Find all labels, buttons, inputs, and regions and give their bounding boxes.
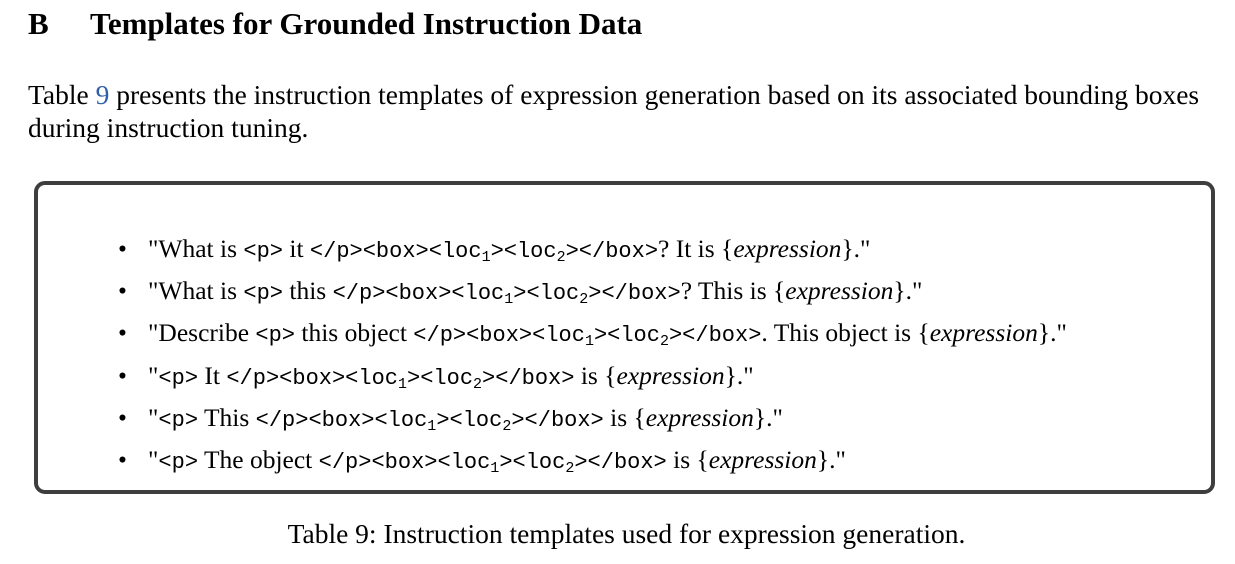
- intro-suffix: presents the instruction templates of ex…: [28, 79, 1200, 143]
- location-tokens: </p><box><loc1><loc2></box>: [255, 407, 604, 435]
- template-item: • "<p> It </p><box><loc1><loc2></box> is …: [118, 355, 1067, 397]
- location-tokens: </p><box><loc1><loc2></box>: [332, 281, 681, 309]
- template-phrase: The object: [198, 444, 319, 474]
- token-part: ><loc: [499, 449, 566, 475]
- p-open-token: <p>: [255, 323, 296, 349]
- token-subscript: 2: [473, 375, 483, 393]
- token-part: ></box>: [511, 407, 604, 433]
- table-reference-link[interactable]: 9: [95, 79, 110, 110]
- section-heading: B Templates for Grounded Instruction Data: [28, 2, 642, 46]
- template-suffix: }.": [841, 234, 871, 263]
- token-part: ></box>: [574, 449, 667, 475]
- template-suffix: }.": [753, 402, 783, 432]
- template-answer: is {: [603, 402, 646, 432]
- bullet-icon: •: [118, 360, 127, 390]
- token-part: ></box>: [588, 281, 681, 307]
- template-answer: ? This is {: [680, 276, 786, 306]
- template-item: • "<p> This </p><box><loc1><loc2></box> i…: [118, 397, 1067, 439]
- p-open-token: <p>: [158, 407, 199, 433]
- intro-paragraph: Table 9 presents the instruction templat…: [28, 78, 1228, 144]
- token-subscript: 1: [427, 417, 437, 435]
- expression-variable: expression: [616, 360, 725, 390]
- token-part: ><loc: [593, 323, 660, 349]
- template-suffix: }.": [816, 444, 846, 474]
- token-subscript: 2: [659, 333, 669, 351]
- template-prefix: ": [148, 360, 159, 390]
- template-answer: is {: [574, 360, 617, 390]
- location-tokens: </p><box><loc1><loc2></box>: [413, 323, 762, 351]
- template-item: • "What is <p> this </p><box><loc1><loc2>…: [118, 270, 1067, 312]
- intro-prefix: Table: [28, 79, 96, 110]
- token-part: ></box>: [565, 239, 659, 264]
- template-list: •"What is <p> it </p><box><loc1><loc2></…: [118, 228, 1067, 481]
- location-tokens: </p><box><loc1><loc2></box>: [318, 449, 667, 477]
- token-part: </p><box><loc: [413, 323, 585, 349]
- template-answer: . This object is {: [761, 318, 930, 348]
- p-open-token: <p>: [158, 449, 199, 475]
- bullet-icon: •: [118, 276, 127, 306]
- token-part: ><loc: [490, 239, 557, 264]
- token-subscript: 1: [490, 459, 500, 477]
- location-tokens: </p><box><loc1><loc2></box>: [309, 239, 659, 266]
- expression-variable: expression: [733, 234, 842, 263]
- expression-variable: expression: [645, 402, 754, 432]
- section-title: Templates for Grounded Instruction Data: [90, 6, 643, 41]
- template-prefix: "What is: [148, 276, 244, 306]
- template-phrase: this object: [295, 318, 414, 348]
- template-item: • "<p> The object </p><box><loc1><loc2></…: [118, 439, 1067, 481]
- token-part: ></box>: [668, 323, 762, 349]
- token-subscript: 1: [504, 291, 514, 309]
- token-subscript: 2: [579, 291, 589, 309]
- template-prefix: "Describe: [148, 318, 256, 348]
- template-answer: is {: [666, 444, 709, 474]
- template-item: • "What is <p> it </p><box><loc1><loc2></…: [118, 228, 1067, 270]
- bullet-icon: •: [118, 402, 127, 432]
- table-caption: Table 9: Instruction templates used for …: [287, 518, 966, 549]
- token-part: </p><box><loc: [226, 365, 398, 391]
- template-phrase: This: [198, 402, 256, 432]
- bullet-icon: •: [118, 234, 127, 263]
- token-part: ></box>: [482, 365, 575, 391]
- expression-variable: expression: [708, 444, 817, 474]
- template-suffix: }.": [1037, 318, 1067, 348]
- p-open-token: <p>: [158, 365, 199, 391]
- token-subscript: 1: [398, 375, 408, 393]
- token-part: </p><box><loc: [255, 407, 428, 433]
- template-suffix: }.": [893, 276, 923, 306]
- token-subscript: 2: [556, 249, 566, 266]
- section-number: B: [28, 6, 49, 41]
- token-subscript: 2: [502, 417, 512, 435]
- p-open-token: <p>: [243, 239, 283, 264]
- token-subscript: 1: [481, 249, 491, 266]
- template-answer: ? It is {: [658, 234, 734, 263]
- template-suffix: }.": [724, 360, 754, 390]
- template-prefix: ": [148, 402, 159, 432]
- token-part: </p><box><loc: [309, 239, 482, 264]
- expression-variable: expression: [785, 276, 894, 306]
- template-phrase: it: [283, 234, 310, 263]
- template-item: • "Describe <p> this object </p><box><loc…: [118, 312, 1067, 354]
- bullet-icon: •: [118, 318, 127, 348]
- template-box: •"What is <p> it </p><box><loc1><loc2></…: [34, 181, 1215, 494]
- expression-variable: expression: [929, 318, 1038, 348]
- template-prefix: ": [148, 444, 159, 474]
- token-part: </p><box><loc: [318, 449, 491, 475]
- template-phrase: It: [198, 360, 227, 390]
- token-part: ><loc: [436, 407, 503, 433]
- template-phrase: this: [283, 276, 333, 306]
- token-part: ><loc: [513, 281, 580, 307]
- token-part: ><loc: [407, 365, 474, 391]
- template-prefix: "What is: [148, 234, 244, 263]
- bullet-icon: •: [118, 444, 127, 474]
- location-tokens: </p><box><loc1><loc2></box>: [226, 365, 575, 393]
- token-subscript: 1: [584, 333, 594, 351]
- token-subscript: 2: [565, 459, 575, 477]
- p-open-token: <p>: [243, 281, 283, 307]
- token-part: </p><box><loc: [332, 281, 505, 307]
